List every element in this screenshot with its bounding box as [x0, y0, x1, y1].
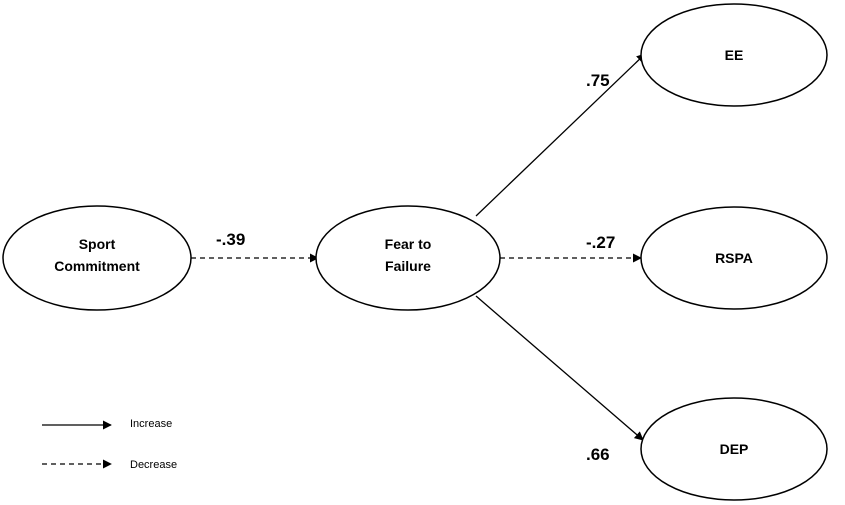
node-sport-commitment-label-line2: Commitment: [54, 258, 140, 274]
node-sport-commitment-shape: [2, 205, 192, 311]
node-fear-to-failure: Fear to Failure: [315, 205, 501, 311]
coefficient-sport-commitment-fear: -.39: [216, 230, 245, 249]
legend-decrease-label: Decrease: [130, 459, 177, 471]
node-dep-label: DEP: [720, 441, 749, 457]
node-sport-commitment: Sport Commitment: [2, 205, 192, 311]
edge-fear-to-failure-to-ee: [475, 53, 646, 217]
node-fear-to-failure-shape: [315, 205, 501, 311]
node-fear-to-failure-label-line1: Fear to: [385, 236, 432, 252]
node-rspa-shape: [640, 206, 828, 310]
node-sport-commitment-label-line1: Sport: [79, 236, 116, 252]
legend-increase-label: Increase: [130, 418, 172, 430]
node-ee-shape: [640, 3, 828, 107]
legend: Increase Decrease: [42, 418, 177, 471]
coefficient-fear-rspa: -.27: [586, 233, 615, 252]
coefficient-fear-ee: .75: [586, 71, 610, 90]
node-fear-to-failure-label-line2: Failure: [385, 258, 431, 274]
node-rspa: RSPA: [640, 206, 828, 310]
node-rspa-label: RSPA: [715, 250, 753, 266]
coefficient-fear-dep: .66: [586, 445, 610, 464]
node-dep-shape: [640, 397, 828, 501]
edge-fear-to-failure-to-dep: [475, 295, 644, 441]
node-ee-label: EE: [725, 47, 744, 63]
node-dep: DEP: [640, 397, 828, 501]
node-ee: EE: [640, 3, 828, 107]
